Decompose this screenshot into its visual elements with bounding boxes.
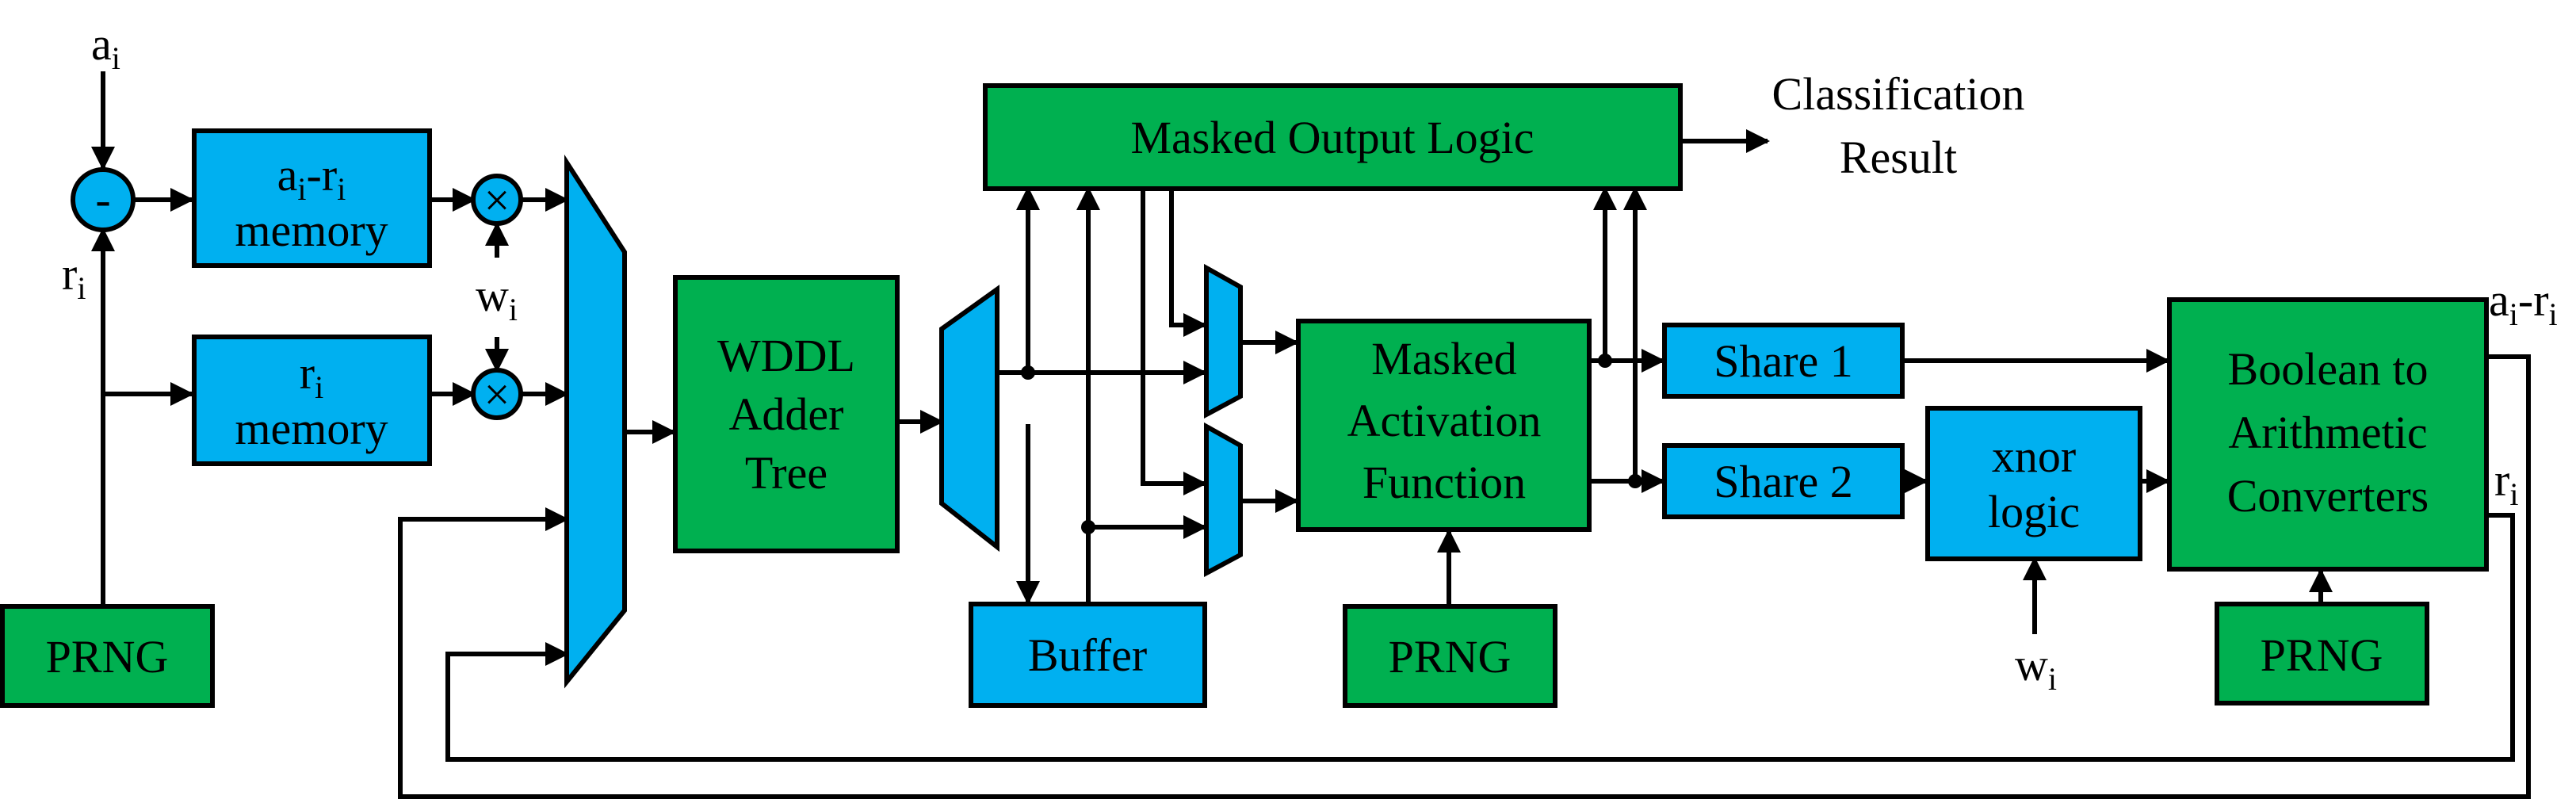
xnor-logic-block: xnor logic: [1925, 406, 2142, 561]
memory-label: memory: [235, 205, 388, 256]
classification-result-label-line2: Result: [1840, 132, 1957, 183]
activation-label-line3: Function: [1363, 457, 1526, 508]
activation-label-line2: Activation: [1347, 395, 1542, 446]
masked-output-logic-label: Masked Output Logic: [1130, 112, 1534, 163]
activation-mux-upper: [1204, 263, 1243, 419]
share2-block: Share 2: [1662, 443, 1905, 519]
junction-dot: [1598, 354, 1612, 368]
multiplier-2: ×: [471, 368, 523, 420]
activation-mux-lower: [1204, 422, 1243, 578]
activation-label-line1: Masked: [1371, 333, 1517, 384]
share1-block: Share 1: [1662, 323, 1905, 399]
xnor-label-line1: xnor: [1992, 430, 2076, 482]
multiply-symbol: ×: [484, 369, 510, 420]
wire-feedback-lower-mux: [1141, 189, 1207, 495]
signal-label-ai-top: ai: [91, 18, 120, 76]
junction-dots: [1021, 354, 1642, 534]
prng-block-middle: PRNG: [1343, 604, 1557, 708]
signal-label-out-ai-ri: ai-ri: [2489, 274, 2558, 332]
buffer-block: Buffer: [969, 602, 1207, 708]
multiply-symbol: ×: [484, 174, 510, 226]
b2a-label-line2: Arithmetic: [2228, 407, 2427, 458]
wddl-label-line3: Tree: [745, 447, 827, 499]
b2a-label-line3: Converters: [2227, 470, 2429, 522]
masked-output-logic-block: Masked Output Logic: [983, 83, 1683, 191]
xnor-label-line2: logic: [1988, 486, 2080, 537]
prng-label: PRNG: [46, 631, 169, 683]
signal-label-wi-mult: wi: [476, 270, 518, 327]
b2a-label-line1: Boolean to: [2228, 343, 2429, 395]
wddl-label-line2: Adder: [729, 388, 844, 440]
prng-block-right: PRNG: [2215, 602, 2429, 705]
memory-label: memory: [235, 403, 388, 454]
junction-dot: [1628, 474, 1642, 488]
wire-feedback-upper-mux: [1169, 189, 1207, 337]
wire-buffer-to-lower-mux: [1086, 515, 1207, 602]
wddl-adder-tree-block: WDDL Adder Tree: [673, 275, 900, 553]
prng-label: PRNG: [2261, 629, 2383, 681]
demultiplexer: [939, 285, 999, 553]
subtractor-symbol: -: [95, 174, 110, 225]
share2-label: Share 2: [1714, 456, 1853, 507]
ai-ri-memory-block: ai-ri memory: [192, 128, 432, 268]
signal-label-ri: ri: [62, 248, 86, 306]
multiplier-1: ×: [471, 174, 523, 226]
boolean-to-arithmetic-block: Boolean to Arithmetic Converters: [2167, 297, 2489, 572]
signal-label-wi-xnor: wi: [2015, 639, 2057, 697]
classification-result-label-line1: Classification: [1772, 68, 2025, 120]
wire-feedback-ai-ri: [398, 354, 2531, 799]
buffer-label: Buffer: [1028, 629, 1147, 681]
prng-block-left: PRNG: [0, 604, 215, 708]
prng-label: PRNG: [1389, 631, 1512, 683]
subtractor: -: [71, 167, 136, 232]
wire-feedback-ri: [445, 513, 2515, 762]
junction-dot: [1021, 365, 1035, 380]
masked-activation-function-block: Masked Activation Function: [1296, 319, 1592, 532]
wddl-label-line1: WDDL: [717, 330, 855, 381]
input-multiplexer: [564, 154, 627, 689]
junction-dot: [1081, 520, 1095, 534]
ai-ri-memory-label: ai-ri: [277, 149, 346, 207]
signal-label-out-ri: ri: [2494, 454, 2518, 512]
wires: [91, 71, 2531, 799]
ri-memory-label: ri: [300, 347, 323, 405]
ri-memory-block: ri memory: [192, 335, 432, 466]
share1-label: Share 1: [1714, 335, 1853, 387]
